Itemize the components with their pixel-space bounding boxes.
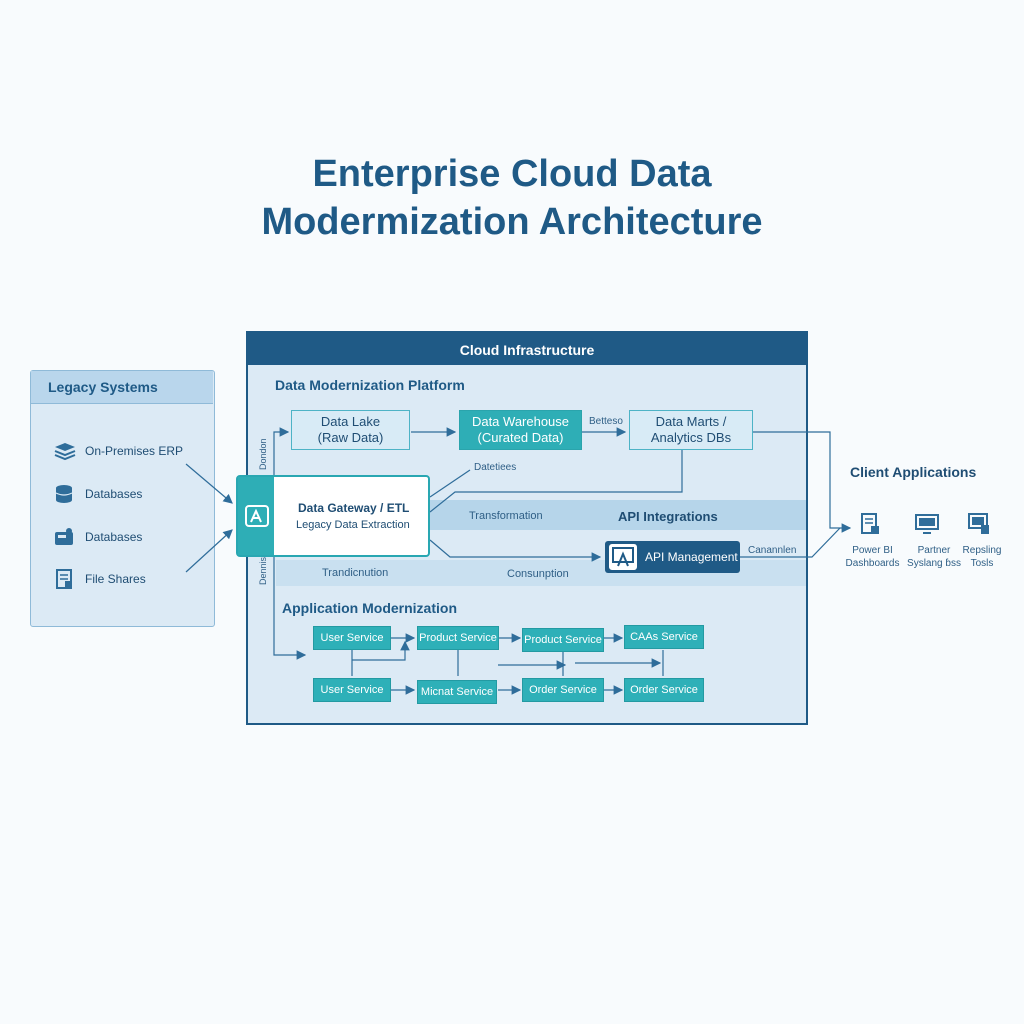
data-marts-line-2: Analytics DBs [650,430,732,445]
label-datetiees: Datetiees [474,462,517,473]
label-transformation: Transformation [469,510,543,522]
legacy-systems-header [31,371,213,404]
client-label-1: Repsling [962,545,1002,556]
tools-icon [966,512,992,541]
data-lake-line-2: (Raw Data) [317,430,384,445]
legacy-item-databases-1: Databases [53,484,142,504]
data-lake-line-1: Data Lake [320,414,381,429]
cloud-infrastructure-header [248,333,806,365]
legacy-item-label: Databases [85,487,143,501]
legacy-item-erp: On-Premises ERP [53,441,183,461]
title-line-2: Modermization Architecture [261,201,763,243]
client-label-1: Partner [917,545,951,556]
label-betteso: Betteso [589,416,623,427]
api-management-box: API Management [605,541,740,573]
client-partner: Partner Syslang ɓss [900,544,968,570]
data-warehouse-line-1: Data Warehouse [471,414,570,429]
legacy-item-label: File Shares [85,572,146,586]
api-gateway-icon [609,544,637,570]
report-icon [859,512,881,541]
service-box: CAAs Service [624,625,704,649]
database-icon [53,484,77,504]
client-label-2: Syslang ɓss [907,558,961,569]
label-canannlen: Canannlen [748,545,797,556]
client-label-2: Tosls [970,558,994,569]
service-box: User Service [313,678,391,702]
service-box: User Service [313,626,391,650]
page-title: Enterprise Cloud Data Modermization Arch… [0,150,1024,246]
monitor-icon [914,513,940,540]
data-warehouse-line-2: (Curated Data) [477,430,564,445]
title-line-1: Enterprise Cloud Data [312,153,712,195]
gateway-icon [244,504,270,533]
label-api-integrations: API Integrations [618,509,718,524]
document-icon [53,569,77,589]
api-management-label: API Management [645,550,738,564]
platform-title: Data Modernization Platform [275,377,465,393]
layers-icon [53,441,77,461]
legacy-systems-title: Legacy Systems [48,379,158,395]
client-label-1: Power BI [852,545,893,556]
legacy-item-label: Databases [85,530,143,544]
service-box: Order Service [522,678,604,702]
gateway-subtitle: Legacy Data Extraction [296,519,410,531]
label-consunption: Consunption [507,568,569,580]
data-warehouse-box: Data Warehouse (Curated Data) [459,410,582,450]
cloud-infrastructure-title: Cloud Infrastructure [459,342,595,358]
legacy-systems-panel: Legacy Systems On-Premises ERP Databases… [30,370,215,627]
legacy-item-label: On-Premises ERP [85,444,184,458]
gateway-title: Data Gateway / ETL [298,501,410,515]
storage-box-icon [53,527,77,547]
data-marts-line-1: Data Marts / [655,414,727,429]
service-box: Micnat Service [417,680,497,704]
label-dondon: Dondon [258,438,268,470]
app-modernization-title: Application Modernization [282,600,457,616]
service-box: Product Service [417,626,499,650]
client-applications-title: Client Applications [850,464,977,480]
legacy-item-file-shares: File Shares [53,569,146,589]
data-marts-box: Data Marts / Analytics DBs [629,410,753,450]
client-label-2: Dashboards [845,558,900,569]
service-box: Order Service [624,678,704,702]
client-power-bi: Power BI Dashboards [845,544,900,570]
client-reporting-tools: Repsling Tosls [958,544,1006,570]
service-box: Product Service [522,628,604,652]
label-dennis: Dennis [258,556,268,585]
data-lake-box: Data Lake (Raw Data) [291,410,410,450]
data-gateway-box: Data Gateway / ETL Legacy Data Extractio… [236,475,430,557]
label-trandicnution: Trandicnution [322,567,389,579]
legacy-item-databases-2: Databases [53,527,142,547]
